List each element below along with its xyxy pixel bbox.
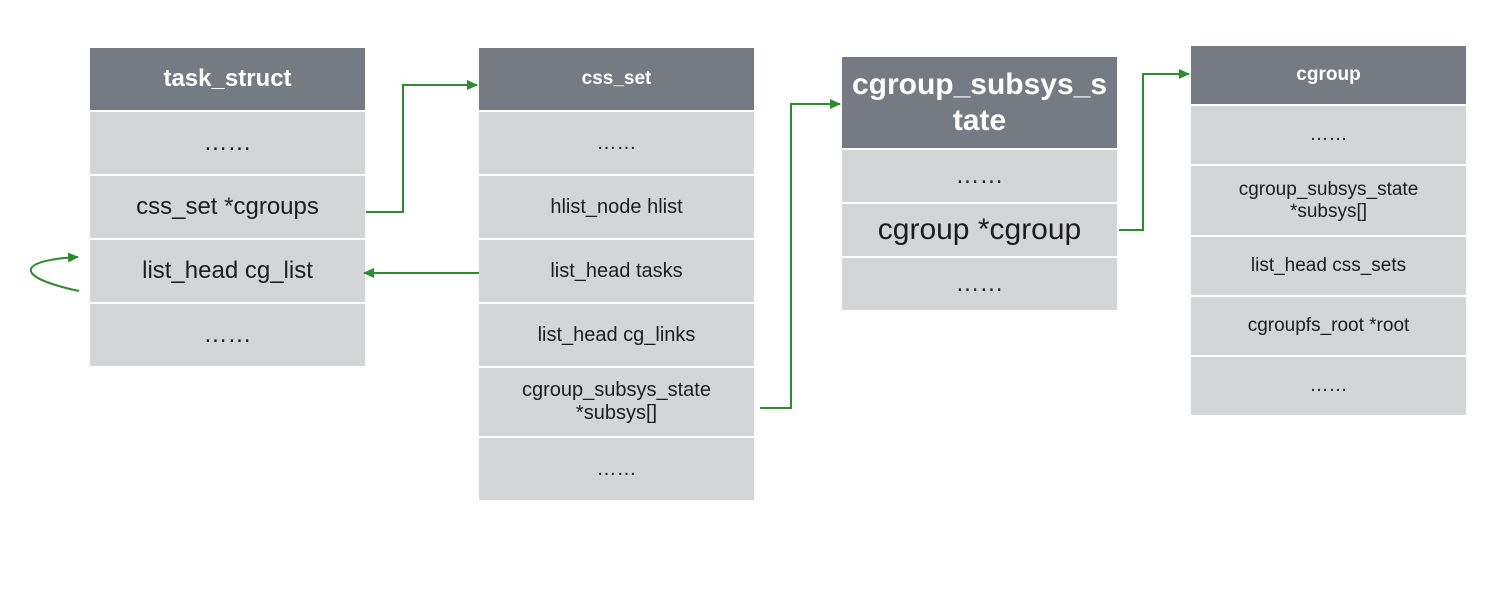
cgroup-field-ellipsis-bottom: …… [1191, 355, 1466, 415]
task-struct-field-cg-list: list_head cg_list [90, 238, 365, 302]
task-struct-box: task_struct …… css_set *cgroups list_hea… [90, 48, 365, 366]
task-struct-header: task_struct [90, 48, 365, 110]
cgroup-subsys-state-field-ellipsis-bottom: …… [842, 256, 1117, 310]
cgroup-field-css-sets: list_head css_sets [1191, 235, 1466, 295]
arrow-cgroup-pointer-to-cgroup [1119, 69, 1190, 231]
task-struct-field-cgroups: css_set *cgroups [90, 174, 365, 238]
arrow-cg-list-self-loop [29, 252, 80, 292]
cgroup-subsys-state-box: cgroup_subsys_state …… cgroup *cgroup …… [842, 57, 1117, 310]
css-set-field-cg-links: list_head cg_links [479, 302, 754, 366]
css-set-header: css_set [479, 48, 754, 110]
arrow-subsys-to-cgroup-subsys-state [760, 99, 841, 409]
css-set-field-hlist: hlist_node hlist [479, 174, 754, 238]
cgroup-subsys-state-field-ellipsis-top: …… [842, 148, 1117, 202]
css-set-field-tasks: list_head tasks [479, 238, 754, 302]
css-set-field-subsys: cgroup_subsys_state *subsys[] [479, 366, 754, 436]
cgroup-field-subsys: cgroup_subsys_state *subsys[] [1191, 164, 1466, 235]
task-struct-field-ellipsis-top: …… [90, 110, 365, 174]
cgroup-subsys-state-field-cgroup: cgroup *cgroup [842, 202, 1117, 256]
cgroup-field-ellipsis-top: …… [1191, 104, 1466, 164]
cgroup-header: cgroup [1191, 46, 1466, 104]
cgroup-field-root: cgroupfs_root *root [1191, 295, 1466, 355]
task-struct-field-ellipsis-bottom: …… [90, 302, 365, 366]
css-set-field-ellipsis-bottom: …… [479, 436, 754, 500]
css-set-box: css_set …… hlist_node hlist list_head ta… [479, 48, 754, 500]
cgroup-subsys-state-header: cgroup_subsys_state [842, 57, 1117, 148]
css-set-field-ellipsis-top: …… [479, 110, 754, 174]
arrow-cgroups-to-css-set [366, 80, 478, 213]
cgroup-box: cgroup …… cgroup_subsys_state *subsys[] … [1191, 46, 1466, 415]
